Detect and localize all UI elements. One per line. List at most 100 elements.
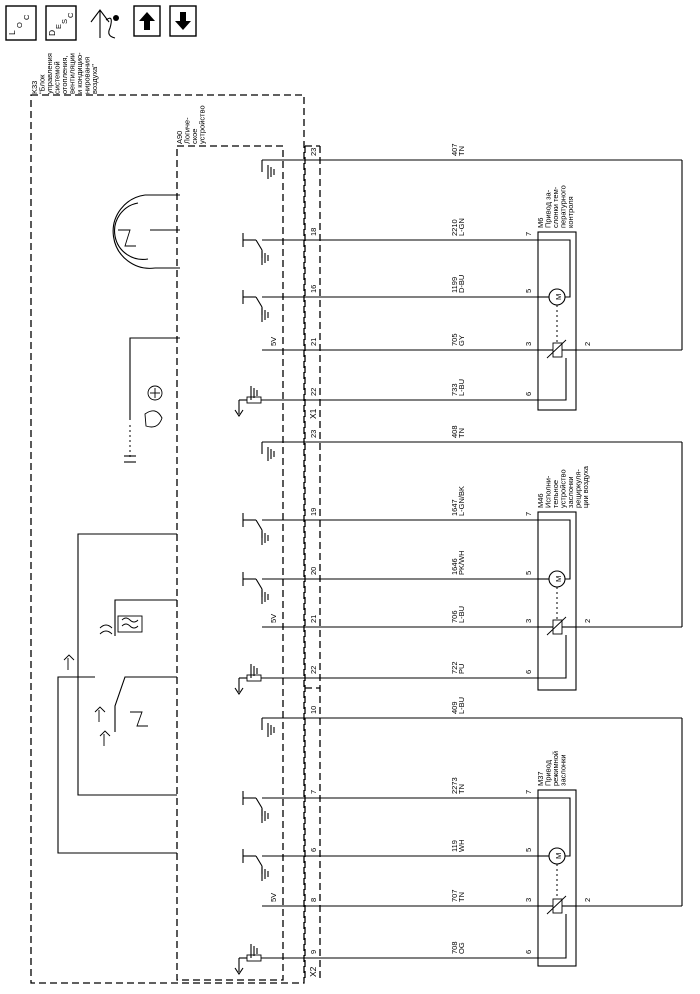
x2-color-4: OG (457, 942, 466, 954)
x2-mpin-1: 7 (524, 790, 533, 794)
m46-actuator-label-4: заслонки (566, 476, 575, 508)
a90-label-line-0: A90 (175, 131, 184, 144)
desc-letter-e: E (54, 24, 63, 29)
x1-pin-6: 19 (309, 508, 318, 516)
x1-circuit-3: 705 (450, 333, 459, 346)
m6-actuator-label-2: слонки тем- (551, 186, 560, 228)
m46-actuator-label-1: Исполни- (544, 475, 553, 508)
x2-5v-3: 5V (269, 893, 278, 902)
k33-label-line-4: отопления, (60, 55, 69, 94)
x1-pin-7: 20 (309, 567, 318, 575)
x1-circuit-7: 1646 (450, 558, 459, 575)
m6-actuator-label-0: M6 (536, 218, 545, 228)
temperature-sensor-symbol (112, 194, 180, 269)
x1-pin-9: 22 (309, 666, 318, 674)
x1-color-4: L-BU (457, 379, 466, 396)
x1-pin-8: 21 (309, 615, 318, 623)
x1-mpin-1: 7 (524, 232, 533, 236)
x1-color-6: L-GN/BK (457, 486, 466, 516)
x1-color-1: L-GN (457, 218, 466, 236)
arrow-down-icon[interactable] (169, 5, 197, 37)
x1-color-3: GY (457, 335, 466, 346)
x1-pin-0: 23 (309, 148, 318, 156)
x2-pin-3: 8 (309, 898, 318, 902)
m46-actuator-label-5: рециркуля- (574, 469, 583, 508)
k33-label-line-0: K33 (30, 81, 39, 94)
recirc-switch-symbol (124, 337, 180, 463)
hvac-icon[interactable] (90, 9, 119, 39)
k33-label-line-6: и кондицио- (75, 52, 84, 94)
a90-label-line-1: Логиче- (183, 117, 192, 144)
x1-circuit-1: 2210 (450, 219, 459, 236)
x1-color-9: PU (457, 664, 466, 674)
x1-color-0: TN (457, 146, 466, 156)
x1-circuit-9: 722 (450, 661, 459, 674)
k33-module-box (30, 94, 305, 984)
arrow-up-icon[interactable] (133, 5, 161, 37)
k33-label-line-1: "Блок (38, 74, 47, 94)
x1-color-2: D-BU (457, 275, 466, 293)
x2-mpin-3: 3 (524, 898, 533, 902)
desc-letter-s: S (60, 19, 69, 24)
m46-actuator-pin2: 2 (583, 619, 592, 623)
m46-actuator-motor-m: M (554, 576, 563, 582)
a90-logic-box (176, 145, 284, 981)
x1-label: X1 (308, 408, 318, 419)
x2-circuit-3: 707 (450, 889, 459, 902)
k33-label-line-5: вентиляции (68, 53, 77, 94)
x1-circuit-8: 706 (450, 610, 459, 623)
k33-label-line-3: системой (53, 61, 62, 94)
x2-color-1: TN (457, 784, 466, 794)
a90-label-line-3: устройство (198, 105, 207, 144)
x2-circuit-4: 708 (450, 941, 459, 954)
m37-actuator-label-3: заслонки (559, 754, 568, 786)
x2-pin-4: 9 (309, 950, 318, 954)
m37-actuator-pin2: 2 (583, 898, 592, 902)
mode-selector-symbol (57, 533, 177, 854)
x2-pin-1: 7 (309, 790, 318, 794)
x2-pin-2: 6 (309, 848, 318, 852)
m6-actuator-motor-m: M (554, 294, 563, 300)
x1-color-7: PK/WH (457, 550, 466, 575)
x2-color-0: L-BU (457, 697, 466, 714)
header-icons: L O C D E S C (5, 5, 197, 41)
x2-circuit-1: 2273 (450, 777, 459, 794)
k33-label-line-2: управления (45, 53, 54, 94)
x1-pin-5: 23 (309, 430, 318, 438)
k33-label-line-8: воздуха" (90, 64, 99, 94)
m46-actuator-label-2: тельное (551, 480, 560, 508)
x2-circuit-2: 119 (450, 840, 459, 852)
x2-mpin-2: 5 (524, 848, 533, 852)
x1-circuit-2: 1199 (450, 277, 459, 293)
desc-letter-d: D (47, 30, 57, 36)
x1-mpin-8: 3 (524, 619, 533, 623)
k33-label-line-7: нирования (83, 57, 92, 94)
x1-pin-4: 22 (309, 388, 318, 396)
x1-mpin-3: 3 (524, 342, 533, 346)
loc-letter-l: L (7, 30, 17, 35)
loc-icon[interactable]: L O C (5, 5, 37, 41)
x2-label: X2 (308, 966, 318, 977)
x1-pin-2: 16 (309, 285, 318, 293)
m6-actuator-label-3: пературного (559, 185, 568, 228)
x1-mpin-7: 5 (524, 571, 533, 575)
x1-mpin-9: 6 (524, 670, 533, 674)
m37-actuator-label-0: M37 (536, 771, 545, 786)
desc-icon[interactable]: D E S C (45, 5, 77, 41)
x1-pin-1: 18 (309, 228, 318, 236)
x2-color-3: TN (457, 892, 466, 902)
